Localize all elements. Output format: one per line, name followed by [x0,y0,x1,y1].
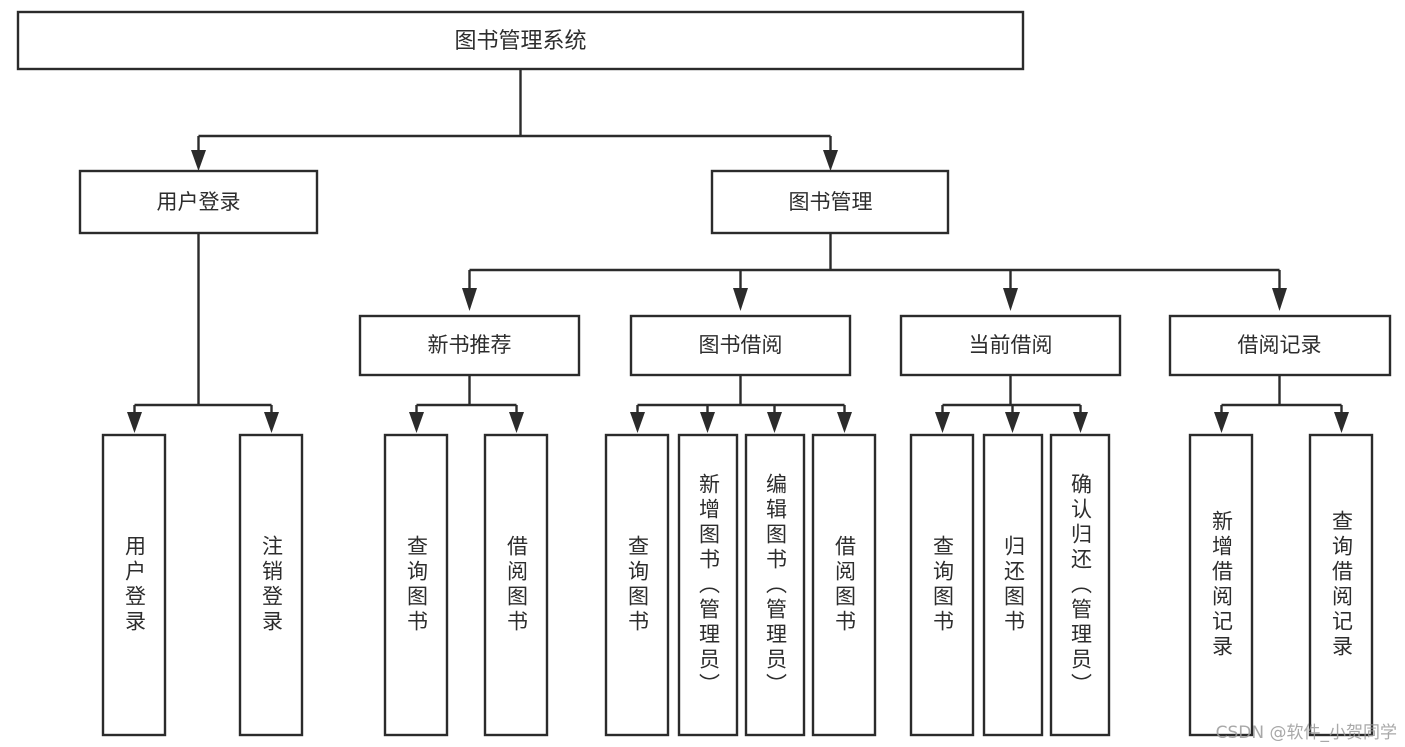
node-user-login-label: 用户登录 [157,190,241,214]
node-root[interactable]: 图书管理系统 [16,10,1025,71]
node-root-box[interactable] [16,10,1025,71]
arrow-head-leaf-return-book [1005,412,1020,433]
node-current-borrow-box[interactable] [899,314,1122,377]
leaf-box-query-borrow-record[interactable] [1308,433,1374,737]
edge-group-current-borrow [935,375,1088,433]
arrow-head-leaf-confirm-return [1073,412,1088,433]
arrow-head-user-login [191,150,206,171]
arrow-head-leaf-add-book [700,412,715,433]
node-book-management-box[interactable] [710,169,950,235]
leaf-box-query-book-2[interactable] [604,433,670,737]
arrow-head-book-borrow [733,288,748,311]
arrow-head-current-borrow [1003,288,1018,311]
node-borrow-record-box[interactable] [1168,314,1392,377]
leaf-box-confirm-return[interactable] [1049,433,1111,737]
node-user-login[interactable]: 用户登录 [78,169,319,235]
leaf-box-user-logout[interactable] [238,433,304,737]
node-current-borrow-label: 当前借阅 [969,333,1053,357]
arrow-head-leaf-query-borrow-record [1334,412,1349,433]
arrow-head-leaf-borrow-book-1 [509,412,524,433]
node-root-label: 图书管理系统 [454,29,586,54]
node-borrow-record[interactable]: 借阅记录 [1168,314,1392,377]
arrow-head-leaf-user-logout [264,412,279,433]
arrow-head-leaf-borrow-book-2 [837,412,852,433]
arrow-head-leaf-add-borrow-record [1214,412,1229,433]
leaf-box-add-borrow-record[interactable] [1188,433,1254,737]
leaf-box-return-book[interactable] [982,433,1044,737]
node-new-book-recommend-box[interactable] [358,314,581,377]
leaf-box-borrow-book-2[interactable] [811,433,877,737]
edge-group-book-borrow [630,375,852,433]
edge-group-new-book-recommend [409,375,524,433]
node-book-borrow[interactable]: 图书借阅 [629,314,852,377]
node-book-management-label: 图书管理 [789,190,873,214]
node-new-book-recommend[interactable]: 新书推荐 [358,314,581,377]
arrow-head-leaf-edit-book [767,412,782,433]
node-book-borrow-box[interactable] [629,314,852,377]
node-borrow-record-label: 借阅记录 [1238,333,1322,357]
leaf-box-user-login[interactable] [101,433,167,737]
arrow-head-new-book-recommend [462,288,477,311]
leaf-box-borrow-book-1[interactable] [483,433,549,737]
node-new-book-recommend-label: 新书推荐 [428,333,512,357]
leaf-box-query-book-3[interactable] [909,433,975,737]
arrow-head-leaf-user-login [127,412,142,433]
arrow-head-leaf-query-book-2 [630,412,645,433]
edge-group-book-management [462,233,1287,311]
node-book-borrow-label: 图书借阅 [699,333,783,357]
arrow-head-book-management [823,150,838,171]
arrow-head-leaf-query-book-1 [409,412,424,433]
leaf-box-edit-book[interactable] [744,433,806,737]
leaf-box-query-book-1[interactable] [383,433,449,737]
node-current-borrow[interactable]: 当前借阅 [899,314,1122,377]
node-user-login-box[interactable] [78,169,319,235]
node-book-management[interactable]: 图书管理 [710,169,950,235]
leaf-box-add-book[interactable] [677,433,739,737]
edge-group-user-login [127,233,279,433]
edge-group-borrow-record [1214,375,1349,433]
arrow-head-leaf-query-book-3 [935,412,950,433]
edge-group-root [191,69,838,171]
arrow-head-borrow-record [1272,288,1287,311]
leaf-box-group [101,433,1374,737]
